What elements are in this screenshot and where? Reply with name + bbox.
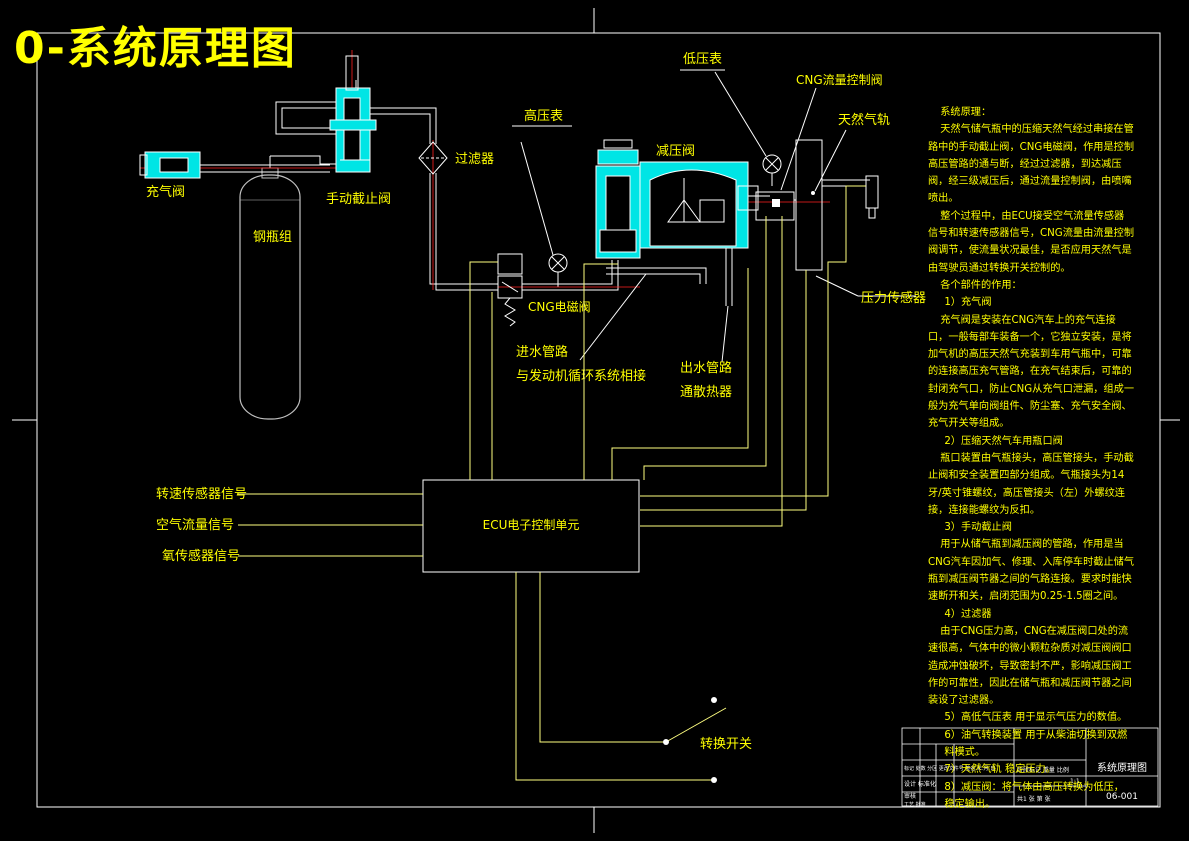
tb-row-2: 设计 标准化 <box>904 780 936 788</box>
description-paragraph: 整个过程中，由ECU接受空气流量传感器信号和转速传感器信号，CNG流量由流量控制… <box>928 210 1135 274</box>
high-pressure-gauge <box>520 141 568 273</box>
reducer-label: 减压阀 <box>656 144 695 159</box>
description-paragraph: 6）油气转换装置 用于从柴油切换到双燃料模式。 <box>944 729 1128 758</box>
pressure-reducer <box>595 139 759 259</box>
description-paragraph: 充气阀是安装在CNG汽车上的充气连接口，一般每部车装备一个，它独立安装，是将加气… <box>928 314 1135 430</box>
description-paragraph: 7）天然气轨 稳定压力。 <box>944 764 1056 776</box>
hp-gauge-label: 高压表 <box>524 108 563 124</box>
low-pressure-gauge <box>714 71 782 174</box>
air-signal-label: 空气流量信号 <box>156 517 234 533</box>
lp-gauge-label: 低压表 <box>683 52 722 67</box>
description-paragraph: 1）充气阀 <box>944 297 992 309</box>
description-paragraph: 各个部件的作用： <box>940 279 1022 291</box>
system-description: 系统原理： 天然气储气瓶中的压缩天然气经过串接在管路中的手动截止阀，CNG电磁阀，… <box>928 104 1134 813</box>
description-paragraph: 2）压缩天然气车用瓶口阀 <box>944 435 1063 447</box>
description-paragraph: 用于从储气瓶到减压阀的管路，作用是当CNG汽车因加气、修理、入库停车时截止储气瓶… <box>928 539 1135 603</box>
flow-control-valve <box>755 87 817 221</box>
pressure-sensor-label: 压力传感器 <box>861 290 926 306</box>
water-in-line-2: 与发动机循环系统相接 <box>516 368 646 384</box>
charge-valve <box>139 151 201 179</box>
injector-nozzle <box>865 175 879 219</box>
tb-drawing-code: 06-001 <box>1106 792 1138 802</box>
rail-label: 天然气轨 <box>838 112 890 128</box>
tb-sheet: 共1 张 第 张 <box>1017 795 1051 803</box>
water-out-line-2: 通散热器 <box>680 385 732 400</box>
description-paragraph: 由于CNG压力高，CNG在减压阀口处的流速很高，气体中的微小颗粒杂质对减压阀阀口… <box>928 625 1132 707</box>
filter-label: 过滤器 <box>455 152 494 167</box>
manual-valve <box>329 55 377 173</box>
tb-row-3: 审核 <box>904 792 916 800</box>
gas-cylinder <box>239 156 301 420</box>
description-paragraph: 8）减压阀：将气体由高压转换为低压，稳定输出。 <box>944 781 1124 810</box>
title-block <box>901 727 1159 807</box>
water-in-leader <box>579 273 647 361</box>
tb-scale: 1:1 <box>1070 778 1080 785</box>
charge-valve-label: 充气阀 <box>146 184 185 200</box>
description-paragraph: 系统原理： <box>940 107 992 118</box>
speed-signal-label: 转速传感器信号 <box>156 486 247 502</box>
switch-contact-lower <box>711 777 717 783</box>
tb-drawing-name: 系统原理图 <box>1097 761 1147 774</box>
description-paragraph: 3）手动截止阀 <box>944 522 1012 534</box>
description-paragraph: 瓶口装置由气瓶接头，高压管接头，手动截止阀和安全装置四部分组成。气瓶接头为14牙… <box>928 452 1134 516</box>
tb-mark-row: 阶段标记 重量 比例 <box>1017 766 1069 774</box>
manual-valve-label: 手动截止阀 <box>326 192 391 207</box>
description-paragraph: 5）高低气压表 用于显示气压力的数值。 <box>944 712 1128 724</box>
water-in-line-1: 进水管路 <box>516 344 568 360</box>
flow-valve-label: CNG流量控制阀 <box>796 73 883 87</box>
water-out-leader <box>721 305 729 363</box>
switch-contact-upper <box>711 697 717 703</box>
o2-signal-label: 氧传感器信号 <box>162 548 240 564</box>
cng-solenoid-valve <box>497 253 523 327</box>
tb-row-4: 工艺 批准 <box>904 801 926 808</box>
page-title: 0-系统原理图 <box>14 23 297 74</box>
description-paragraph: 天然气储气瓶中的压缩天然气经过串接在管路中的手动截止阀，CNG电磁阀，作用是控制… <box>928 124 1135 205</box>
switch-label: 转换开关 <box>700 737 752 752</box>
water-out-line-1: 出水管路 <box>680 360 732 376</box>
cylinder-label: 钢瓶组 <box>253 230 292 245</box>
gas-rail <box>795 129 847 271</box>
signal-wires <box>238 185 866 781</box>
drawing-frame <box>12 8 1180 833</box>
pressure-sensor-leader <box>815 275 859 297</box>
switch-pivot <box>663 739 669 745</box>
ecu-label: ECU电子控制单元 <box>483 518 580 532</box>
solenoid-label: CNG电磁阀 <box>528 299 591 314</box>
ecu-box <box>422 479 640 573</box>
description-paragraph: 4）过滤器 <box>944 608 992 620</box>
tb-row-1: 标记 处数 分区 更改文件号 签名 年.月.日 <box>904 765 995 772</box>
filter <box>418 141 448 175</box>
